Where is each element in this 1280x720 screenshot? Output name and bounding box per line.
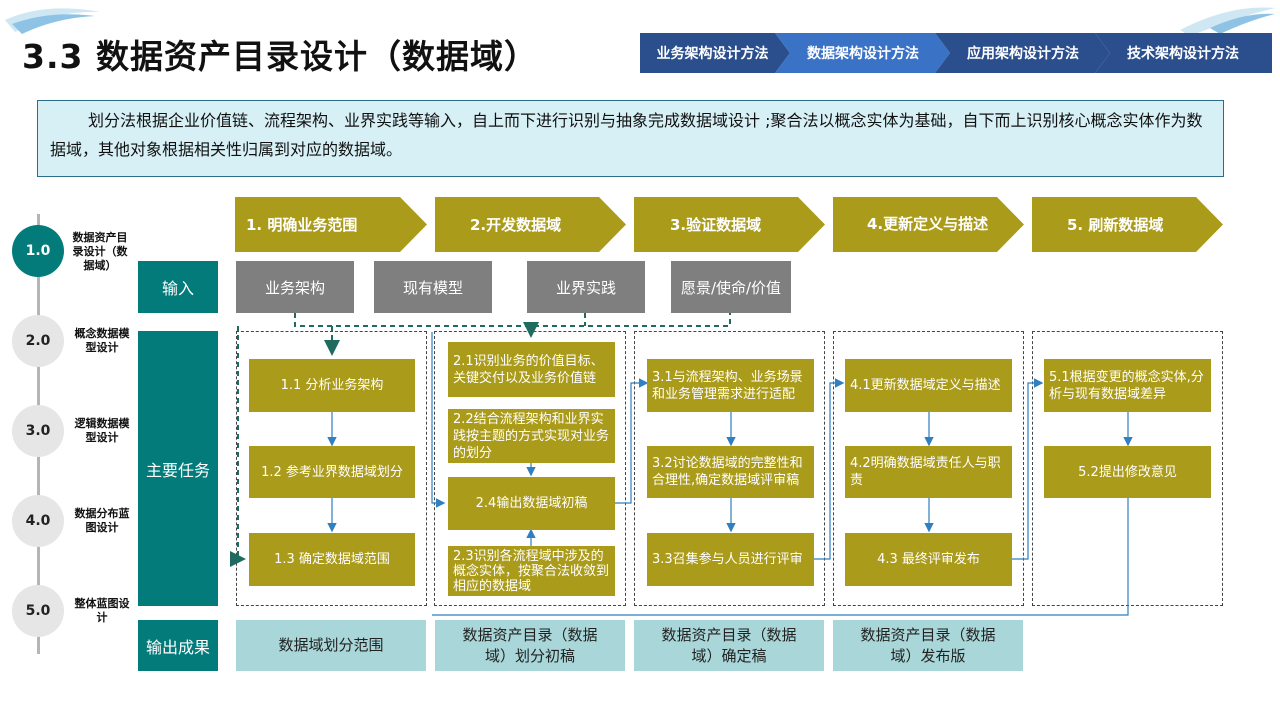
task-2-4-output-draft: 2.4输出数据域初稿: [448, 477, 615, 530]
stage-label-5: 整体蓝图设计: [74, 597, 130, 624]
input-vision-mission-value: 愿景/使命/价值: [671, 261, 791, 313]
phase-1-define-business-scope: 1. 明确业务范围: [246, 216, 358, 234]
stage-dot-5[interactable]: 5.0: [12, 585, 64, 637]
phase-4-update-definition: 4.更新定义与描述: [867, 215, 989, 233]
output-confirmed: 数据资产目录（数据域）确定稿: [634, 620, 824, 671]
nav-tab-technology-architecture[interactable]: 技术架构设计方法: [1127, 46, 1239, 62]
phase-5-refresh-data-domain: 5. 刷新数据域: [1067, 216, 1164, 234]
stage-label-1: 数据资产目录设计（数据域）: [72, 231, 128, 272]
task-2-2-divide-business-by-subject: 2.2结合流程架构和业界实践按主题的方式实现对业务的划分: [448, 409, 615, 463]
nav-tabs-background: [640, 33, 1272, 73]
decorative-swoosh-right: [1180, 7, 1275, 36]
nav-tab-application-architecture[interactable]: 应用架构设计方法: [967, 46, 1079, 62]
task-2-1-identify-value-chain: 2.1识别业务的价值目标、关键交付以及业务价值链: [448, 342, 615, 397]
row-label-input: 输入: [138, 261, 218, 313]
nav-tab-business-architecture[interactable]: 业务架构设计方法: [656, 46, 769, 62]
phase-chevrons: [235, 197, 1223, 252]
task-2-3-identify-concept-entities: 2.3识别各流程域中涉及的概念实体，按聚合法收敛到相应的数据域: [448, 546, 615, 596]
task-5-1-analyze-differences: 5.1根据变更的概念实体,分析与现有数据域差异: [1044, 359, 1211, 412]
stage-label-2: 概念数据模型设计: [74, 327, 130, 354]
task-4-3-final-review-release: 4.3 最终评审发布: [845, 533, 1012, 586]
stage-dot-2[interactable]: 2.0: [12, 315, 64, 367]
phase-3-verify-data-domain: 3.验证数据域: [670, 216, 762, 234]
intro-description: 划分法根据企业价值链、流程架构、业界实践等输入，自上而下进行识别与抽象完成数据域…: [37, 100, 1224, 177]
nav-tab-data-architecture[interactable]: 数据架构设计方法: [807, 46, 919, 62]
output-draft: 数据资产目录（数据域）划分初稿: [435, 620, 625, 671]
task-1-1-analyze-business-architecture: 1.1 分析业务架构: [249, 359, 415, 412]
input-business-architecture: 业务架构: [236, 261, 354, 313]
task-5-2-propose-changes: 5.2提出修改意见: [1044, 446, 1211, 498]
stage-dot-3[interactable]: 3.0: [12, 405, 64, 457]
input-industry-practice: 业界实践: [527, 261, 645, 313]
decorative-swoosh-left: [5, 8, 100, 34]
task-3-3-convene-review: 3.3召集参与人员进行评审: [647, 533, 814, 586]
stage-dot-1[interactable]: 1.0: [12, 225, 64, 277]
page-title: 3.3 数据资产目录设计（数据域）: [22, 37, 538, 76]
output-released: 数据资产目录（数据域）发布版: [833, 620, 1023, 671]
task-1-2-reference-industry-division: 1.2 参考业界数据域划分: [249, 446, 415, 498]
row-label-main-tasks: 主要任务: [138, 331, 218, 606]
task-3-1-adapt-process-architecture: 3.1与流程架构、业务场景和业务管理需求进行适配: [647, 359, 814, 412]
stage-label-3: 逻辑数据模型设计: [74, 417, 130, 444]
phase-2-develop-data-domain: 2.开发数据域: [470, 216, 562, 234]
task-4-1-update-definition: 4.1更新数据域定义与描述: [845, 359, 1012, 412]
row-label-output: 输出成果: [138, 620, 218, 671]
stage-dot-4[interactable]: 4.0: [12, 495, 64, 547]
task-3-2-discuss-completeness: 3.2讨论数据域的完整性和合理性,确定数据域评审稿: [647, 446, 814, 498]
task-4-2-assign-owner: 4.2明确数据域责任人与职责: [845, 446, 1012, 498]
input-existing-model: 现有模型: [374, 261, 492, 313]
stage-label-4: 数据分布蓝图设计: [74, 507, 130, 534]
task-1-3-determine-domain-scope: 1.3 确定数据域范围: [249, 533, 415, 586]
output-domain-scope: 数据域划分范围: [236, 620, 426, 671]
